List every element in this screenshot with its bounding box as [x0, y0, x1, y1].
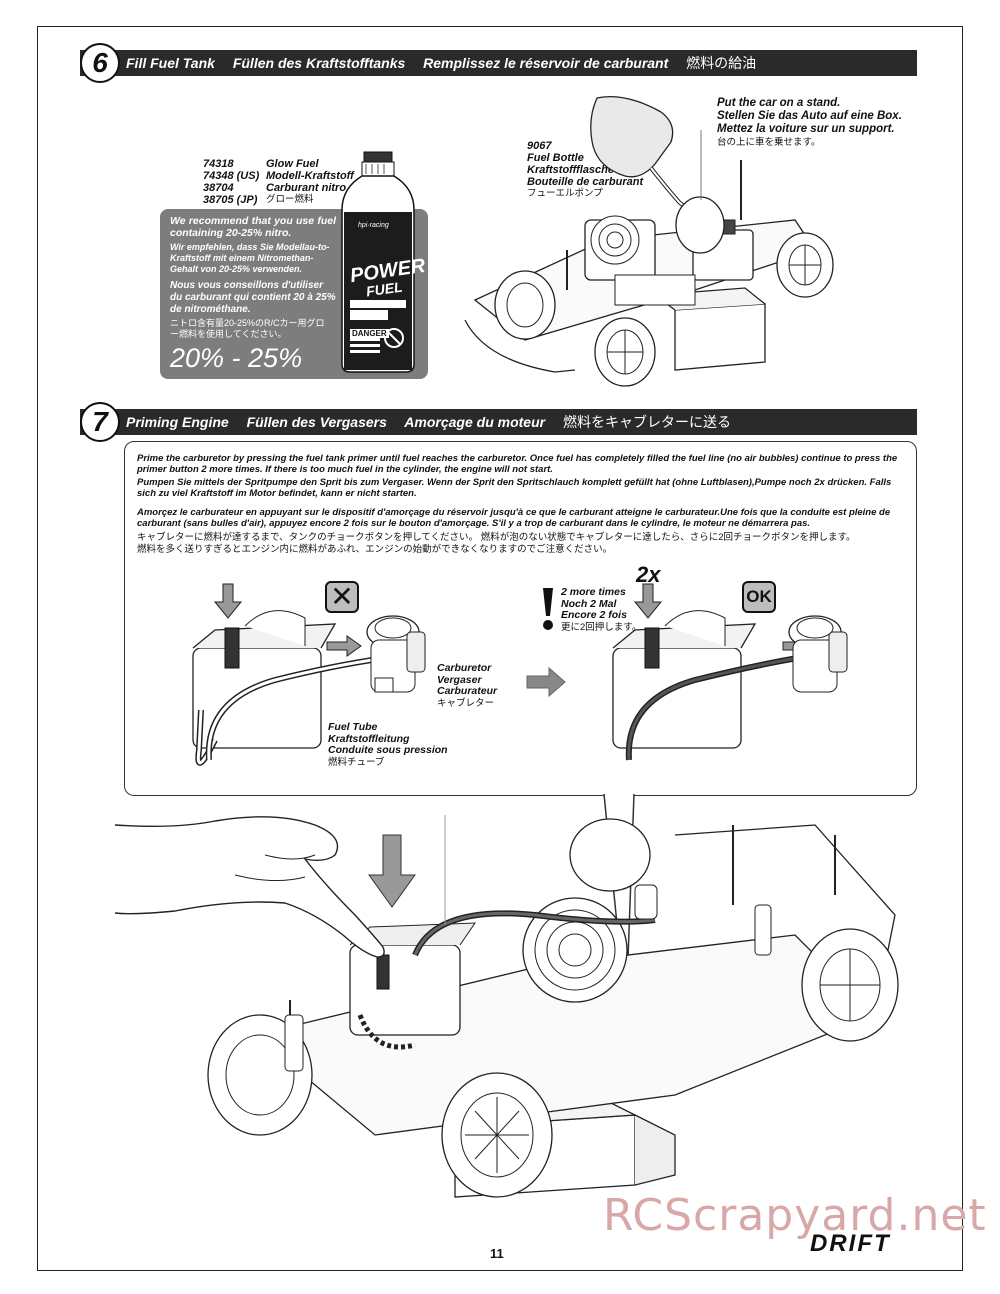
fuel-bottle-de: Kraftstoffflasche	[527, 164, 615, 176]
fuel-name-fr: Carburant nitro	[266, 182, 347, 194]
fuel-bottle-label: 9067 Fuel Bottle Kraftstoffflasche Boute…	[527, 140, 657, 200]
step7-title-fr: Amorçage du moteur	[404, 414, 546, 430]
more-times-en: 2 more times	[561, 586, 626, 598]
stand-note-fr: Mettez la voiture sur un support.	[717, 123, 895, 135]
wrong-mark-icon: ✕	[325, 581, 359, 613]
fuel-can-illustration	[341, 151, 415, 373]
fuel-product-names: Glow Fuel Modell-Kraftstoff Carburant ni…	[266, 158, 361, 206]
carburetor-de: Vergaser	[437, 673, 482, 686]
fuel-code-2: 74348 (US)	[203, 170, 260, 182]
page-number: 11	[490, 1246, 504, 1261]
recommend-jp: ニトロ含有量20-25%のR/Cカー用グロー燃料を使用してください。	[170, 318, 325, 339]
page-frame	[37, 26, 963, 1271]
fuel-can-brand: hpi·racing	[358, 222, 389, 229]
fuel-tube-jp: 燃料チューブ	[328, 756, 385, 768]
step7-title-en: Priming Engine	[126, 414, 229, 430]
step6-title-fr: Remplissez le réservoir de carburant	[423, 55, 669, 71]
fuel-bottle-fr: Bouteille de carburant	[527, 176, 644, 188]
fuel-tube-fr: Conduite sous pression	[328, 744, 448, 756]
step7-title-jp: 燃料をキャブレターに送る	[562, 414, 731, 430]
priming-diagram-wrong	[192, 583, 426, 766]
watermark: RCScrapyard.net	[603, 1190, 987, 1241]
fuel-bottle-code: 9067	[527, 140, 552, 152]
fuel-bottle-en: Fuel Bottle	[527, 152, 584, 164]
more-times-label: 2 more times Noch 2 Mal Encore 2 fois 更に…	[561, 586, 661, 633]
more-times-jp: 更に2回押します。	[561, 621, 642, 633]
more-times-fr: Encore 2 fois	[561, 609, 627, 621]
carburetor-label: Carburetor Vergaser Carburateur キャブレター	[437, 662, 527, 709]
exclamation-icon	[543, 588, 553, 630]
recommend-de: Wir empfehlen, dass Sie Modellau-to-Kraf…	[170, 242, 330, 274]
fuel-name-en: Glow Fuel	[266, 158, 319, 170]
recommend-en: We recommend that you use fuel containin…	[170, 215, 336, 239]
press-count: 2x	[636, 562, 661, 587]
stand-note: Put the car on a stand. Stellen Sie das …	[717, 97, 927, 149]
transition-arrow-icon	[526, 666, 566, 698]
recommend-fr: Nous vous conseillons d'utiliser du carb…	[170, 280, 336, 315]
car-priming-illustration	[114, 815, 899, 1198]
stand-note-en: Put the car on a stand.	[717, 97, 841, 109]
fuel-name-jp: グロー燃料	[266, 194, 314, 205]
step7-title-de: Füllen des Vergasers	[246, 414, 387, 430]
step6-title-de: Füllen des Kraftstofftanks	[232, 55, 406, 71]
carburetor-jp: キャブレター	[437, 697, 495, 709]
fuel-code-3: 38704	[203, 182, 234, 194]
instructions-en: Prime the carburetor by pressing the fue…	[137, 453, 898, 475]
instructions-de: Pumpen Sie mittels der Spritpumpe den Sp…	[137, 477, 892, 499]
fuel-bottle-jp: フューエルポンプ	[527, 188, 603, 199]
fuel-tube-de: Kraftstoffleitung	[328, 732, 410, 745]
instructions-jp-1: キャブレターに燃料が達するまで、タンクのチョークボタンを押してください。 燃料が…	[137, 532, 856, 543]
carburetor-fr: Carburateur	[437, 685, 498, 697]
nitro-percent-range: 20% - 25%	[170, 343, 303, 373]
step7-number-badge: 7	[80, 402, 120, 442]
fuel-code-1: 74318	[203, 158, 234, 170]
fuel-product-codes: 74318 74348 (US) 38704 38705 (JP)	[203, 158, 265, 206]
step7-title-bar: Priming Engine Füllen des Vergasers Amor…	[80, 409, 917, 435]
fuel-can-warning: DANGER	[350, 329, 389, 338]
step6-number-badge: 6	[80, 43, 120, 83]
fuel-code-4: 38705 (JP)	[203, 194, 258, 206]
instructions-jp-2: 燃料を多く送りすぎるとエンジン内に燃料があふれ、エンジンの始動ができなくなります…	[137, 544, 613, 555]
instructions-fr: Amorçez le carburateur en appuyant sur l…	[137, 507, 891, 529]
brand-logo: DRIFT	[810, 1230, 891, 1257]
fuel-name-de: Modell-Kraftstoff	[266, 170, 354, 182]
ok-mark-icon: OK	[742, 581, 776, 613]
carburetor-en: Carburetor	[437, 662, 492, 674]
step6-title-en: Fill Fuel Tank	[126, 55, 215, 71]
more-times-de: Noch 2 Mal	[561, 597, 617, 610]
step6-title-jp: 燃料の給油	[686, 55, 757, 71]
fuel-tube-label: Fuel Tube Kraftstoffleitung Conduite sou…	[328, 721, 468, 768]
priming-diagram-ok	[612, 583, 848, 761]
stand-note-de: Stellen Sie das Auto auf eine Box.	[717, 110, 902, 122]
fuel-tube-en: Fuel Tube	[328, 721, 378, 733]
car-refuel-illustration	[464, 95, 834, 387]
step6-title-bar: Fill Fuel Tank Füllen des Kraftstofftank…	[80, 50, 917, 76]
stand-note-jp: 台の上に車を乗せます。	[717, 137, 821, 148]
